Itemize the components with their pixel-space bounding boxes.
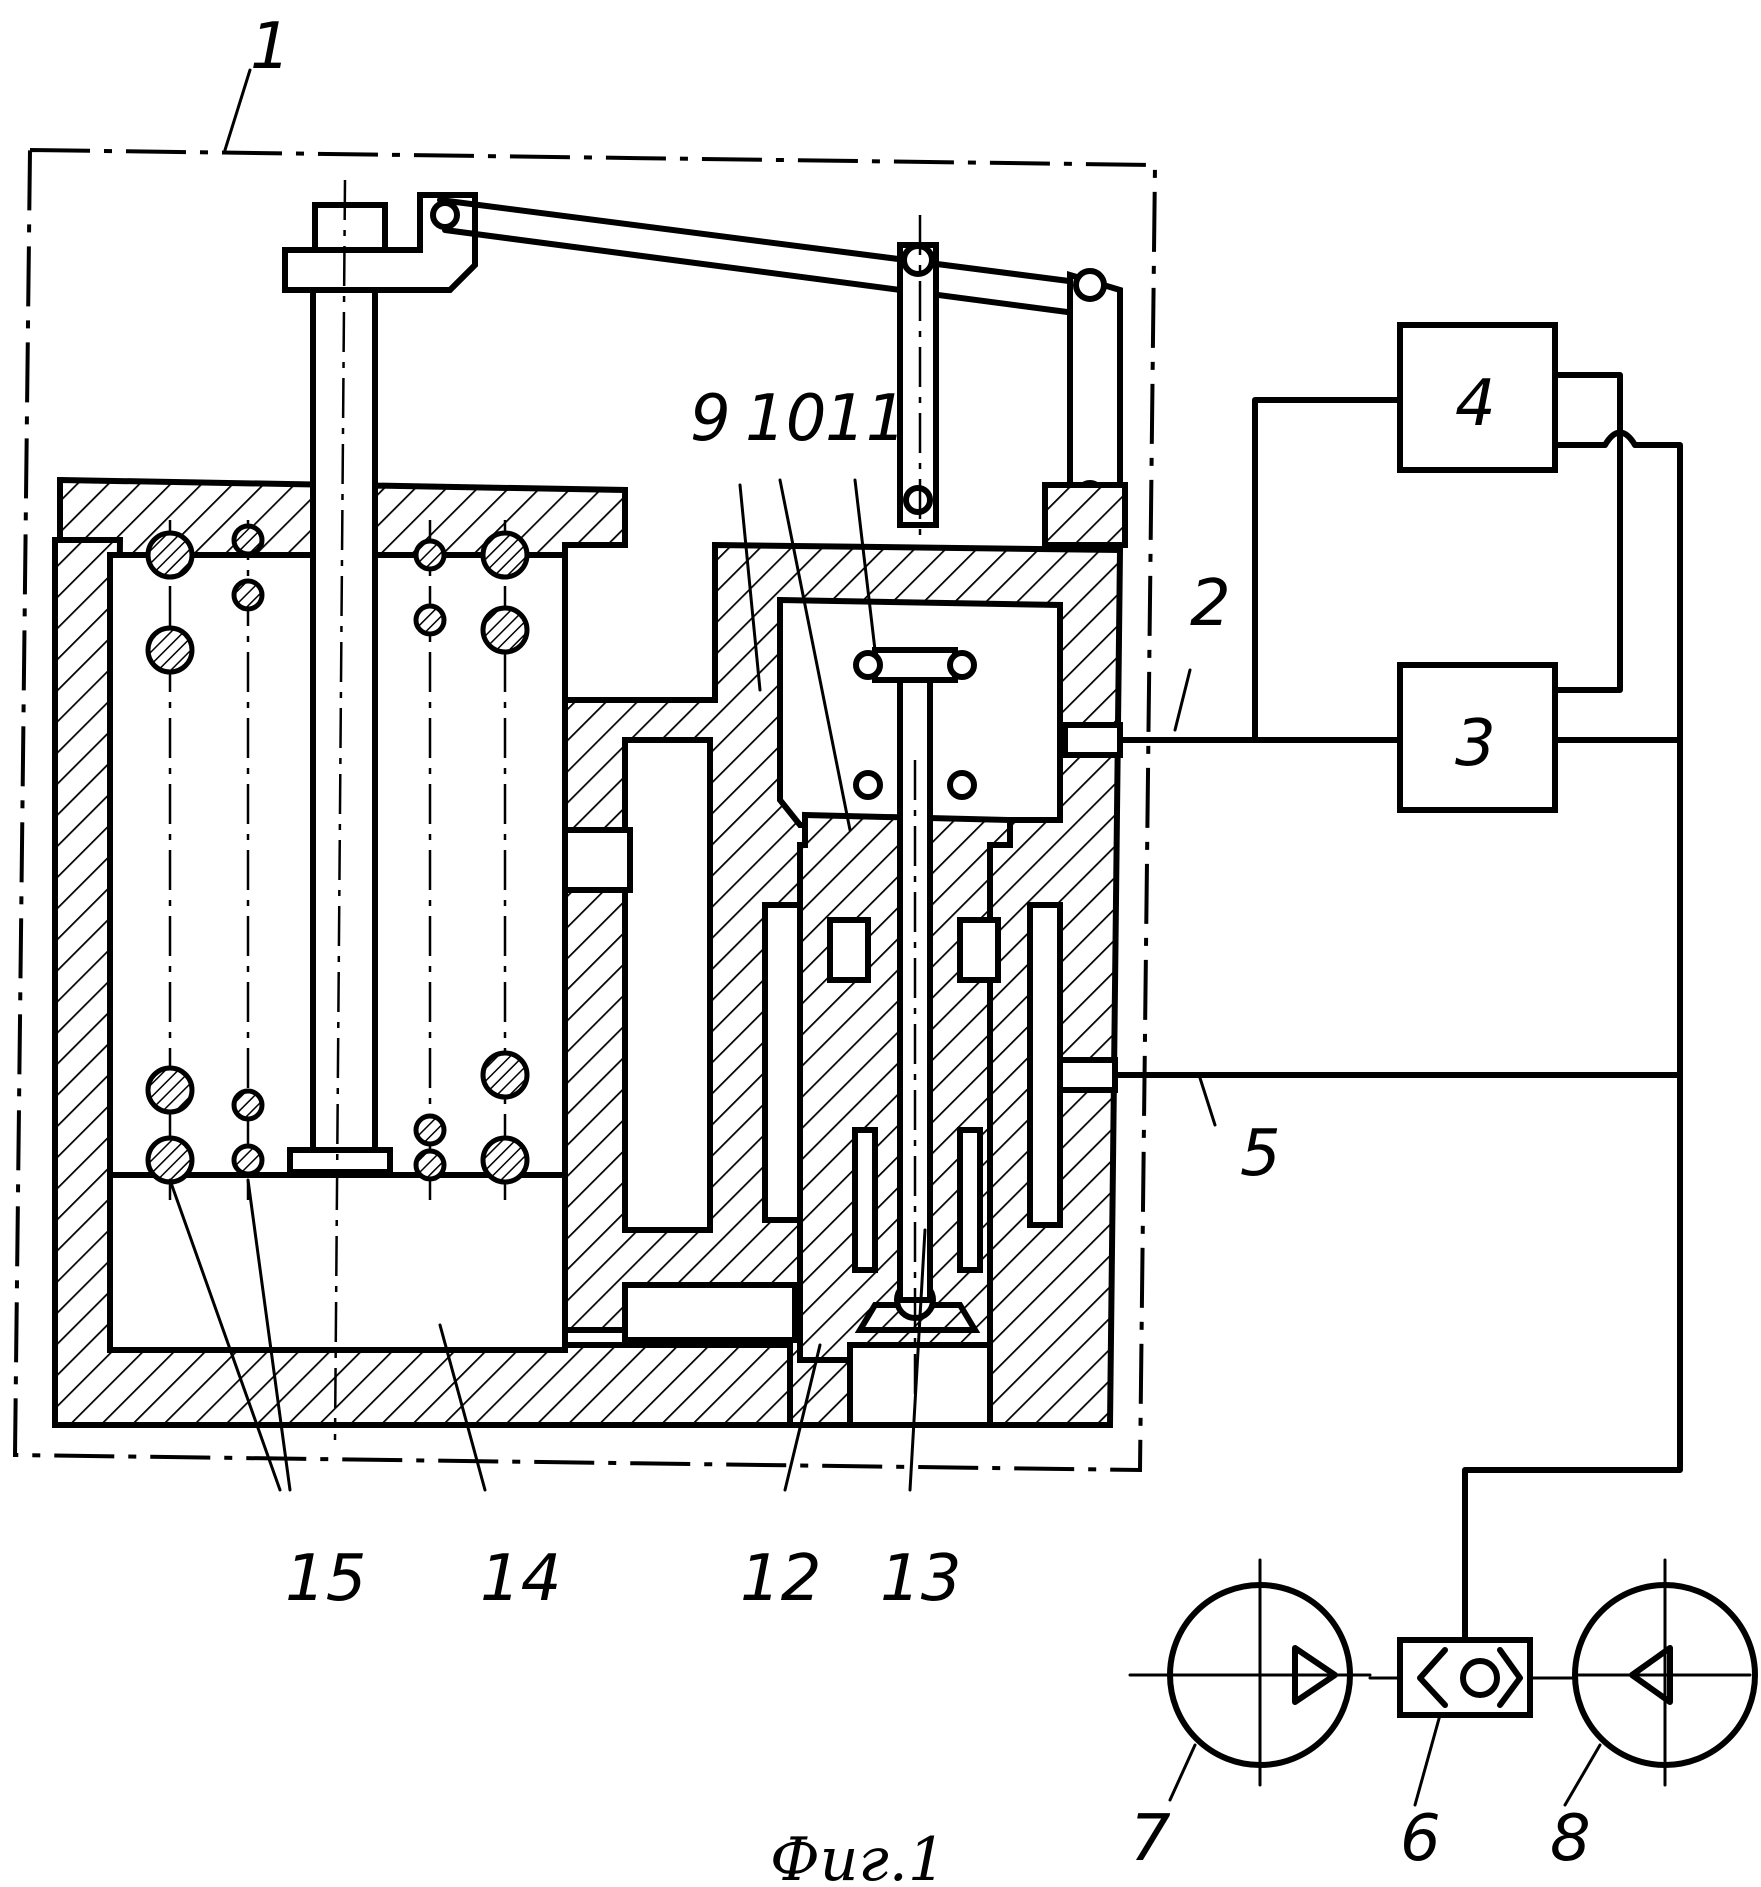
pump-8 (1575, 1560, 1755, 1785)
label-3: 3 (1455, 707, 1496, 781)
label-2: 2 (1190, 567, 1231, 641)
label-1: 1 (250, 10, 291, 84)
pump-block (565, 545, 1120, 1425)
pump-7 (1130, 1560, 1370, 1785)
label-13: 13 (880, 1542, 961, 1616)
valve-6 (1370, 1640, 1575, 1715)
wiring (1115, 375, 1680, 1640)
label-14: 14 (480, 1542, 561, 1616)
figure-caption: Фиг.1 (770, 1825, 946, 1887)
label-6: 6 (1400, 1802, 1441, 1876)
label-11: 11 (825, 382, 906, 456)
label-4: 4 (1455, 367, 1496, 441)
label-12: 12 (740, 1542, 821, 1616)
label-8: 8 (1550, 1802, 1591, 1876)
label-10: 10 (745, 382, 826, 456)
label-9: 9 (690, 382, 731, 456)
label-5: 5 (1240, 1117, 1281, 1191)
label-7: 7 (1130, 1802, 1171, 1876)
label-15: 15 (285, 1542, 366, 1616)
